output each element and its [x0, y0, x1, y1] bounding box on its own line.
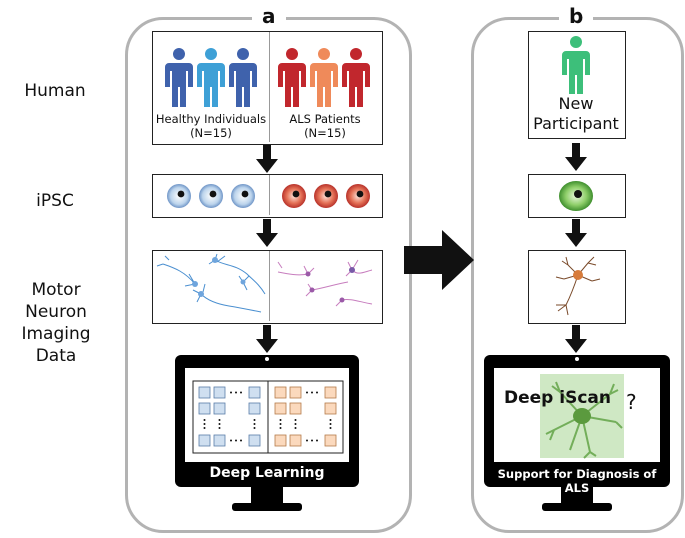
monitor-b-base: [542, 503, 612, 511]
als-caption: ALS Patients (N=15): [270, 112, 380, 140]
motor-neuron-divider: [269, 251, 270, 321]
als-patients-icon: [278, 48, 370, 107]
als-count: (N=15): [304, 126, 346, 140]
row-label-ipsc: iPSC: [36, 191, 74, 211]
arrow-down-icon: [565, 219, 587, 247]
monitor-b-caption: Support for Diagnosis of ALS: [497, 467, 657, 495]
healthy-ipsc-cells-icon: [167, 184, 255, 208]
transfer-arrow-icon: [404, 230, 474, 290]
arrow-down-icon: [256, 219, 278, 247]
panel-a-letter: a: [252, 4, 286, 28]
arrow-down-icon: [565, 325, 587, 353]
monitor-a-stand: [251, 487, 283, 505]
ipsc-divider: [269, 175, 270, 215]
arrow-down-icon: [256, 325, 278, 353]
arrow-down-icon: [565, 143, 587, 171]
healthy-people-icon: [165, 48, 257, 107]
neuron-image-icon: [545, 381, 623, 459]
new-motor-neuron-icon: [555, 256, 601, 316]
als-neurons-icon: [277, 259, 373, 307]
new-motor-neuron-box: [528, 250, 626, 324]
row-label-motor-neuron-line2: Imaging Data: [21, 324, 91, 366]
new-participant-caption: New Participant: [528, 94, 624, 134]
healthy-neurons-icon: [156, 253, 266, 313]
healthy-label: Healthy Individuals: [155, 112, 267, 126]
monitor-a-camera: [265, 357, 269, 361]
new-participant-line1: New: [558, 94, 594, 113]
monitor-a-base: [232, 503, 302, 511]
als-label: ALS Patients: [289, 112, 361, 126]
monitor-a-caption: Deep Learning: [209, 465, 325, 481]
tool-name: Deep iScan: [504, 388, 611, 408]
healthy-caption: Healthy Individuals (N=15): [153, 112, 269, 140]
human-box: [152, 31, 383, 145]
monitor-b-stand: [561, 487, 593, 505]
new-ipsc-cell-icon: [559, 181, 593, 211]
motor-neuron-box: [152, 250, 383, 324]
monitor-b-camera: [575, 357, 579, 361]
row-label-motor-neuron-line1: Motor Neuron: [25, 280, 87, 322]
als-ipsc-cells-icon: [282, 184, 370, 208]
panel-b-letter: b: [559, 4, 594, 28]
row-label-motor-neuron: Motor Neuron Imaging Data: [0, 279, 112, 367]
deep-learning-grid-icon: [192, 380, 344, 454]
healthy-count: (N=15): [190, 126, 232, 140]
row-label-human: Human: [24, 81, 86, 101]
human-divider: [269, 32, 270, 142]
new-participant-icon: [562, 36, 590, 94]
question-mark: ?: [626, 390, 637, 414]
new-participant-line2: Participant: [533, 114, 619, 133]
arrow-down-icon: [256, 145, 278, 173]
